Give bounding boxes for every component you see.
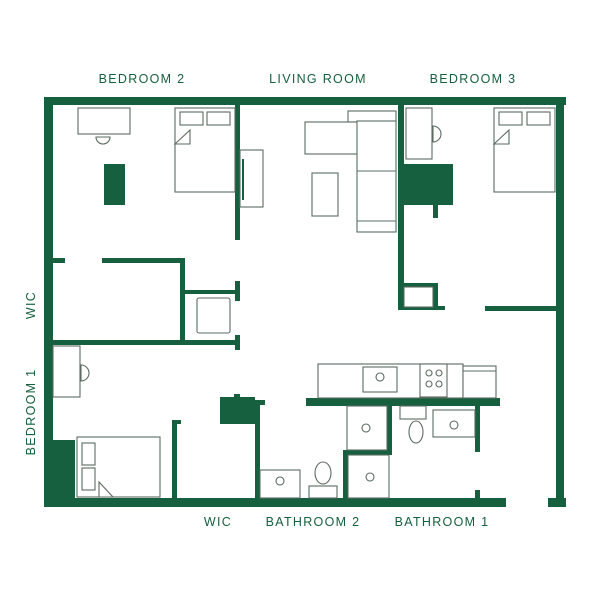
closet-block bbox=[404, 164, 453, 205]
desk bbox=[77, 107, 131, 135]
dresser bbox=[104, 164, 125, 205]
label-wic-bottom: WIC bbox=[204, 515, 232, 529]
bathroom-1-fixtures bbox=[346, 405, 476, 499]
desk bbox=[405, 107, 433, 160]
toilet bbox=[408, 420, 424, 444]
walls bbox=[44, 97, 566, 507]
label-wic-left: WIC bbox=[24, 291, 38, 319]
chair bbox=[95, 136, 111, 145]
stove bbox=[419, 363, 448, 398]
sectional-sofa bbox=[356, 120, 397, 233]
wic-chair bbox=[196, 297, 231, 334]
closet bbox=[403, 286, 434, 308]
coffee-table bbox=[311, 172, 339, 217]
wardrobe bbox=[239, 149, 264, 208]
chair bbox=[80, 364, 90, 382]
sofa-section bbox=[304, 121, 359, 155]
bedroom-3-furniture bbox=[403, 107, 556, 308]
bathroom-2-fixtures bbox=[259, 461, 338, 499]
label-bathroom-2: BATHROOM 2 bbox=[266, 515, 361, 529]
living-room-furniture bbox=[304, 110, 397, 233]
desk bbox=[52, 345, 81, 398]
label-bedroom-1: BEDROOM 1 bbox=[24, 369, 38, 456]
label-bedroom-3: BEDROOM 3 bbox=[430, 72, 517, 86]
chair bbox=[432, 125, 442, 143]
label-bathroom-1: BATHROOM 1 bbox=[395, 515, 490, 529]
toilet bbox=[314, 461, 332, 485]
bedroom-1-furniture bbox=[52, 345, 161, 498]
kitchen bbox=[317, 363, 497, 399]
bedroom-2-furniture bbox=[77, 107, 264, 208]
label-living-room: LIVING ROOM bbox=[269, 72, 367, 86]
label-bedroom-2: BEDROOM 2 bbox=[99, 72, 186, 86]
